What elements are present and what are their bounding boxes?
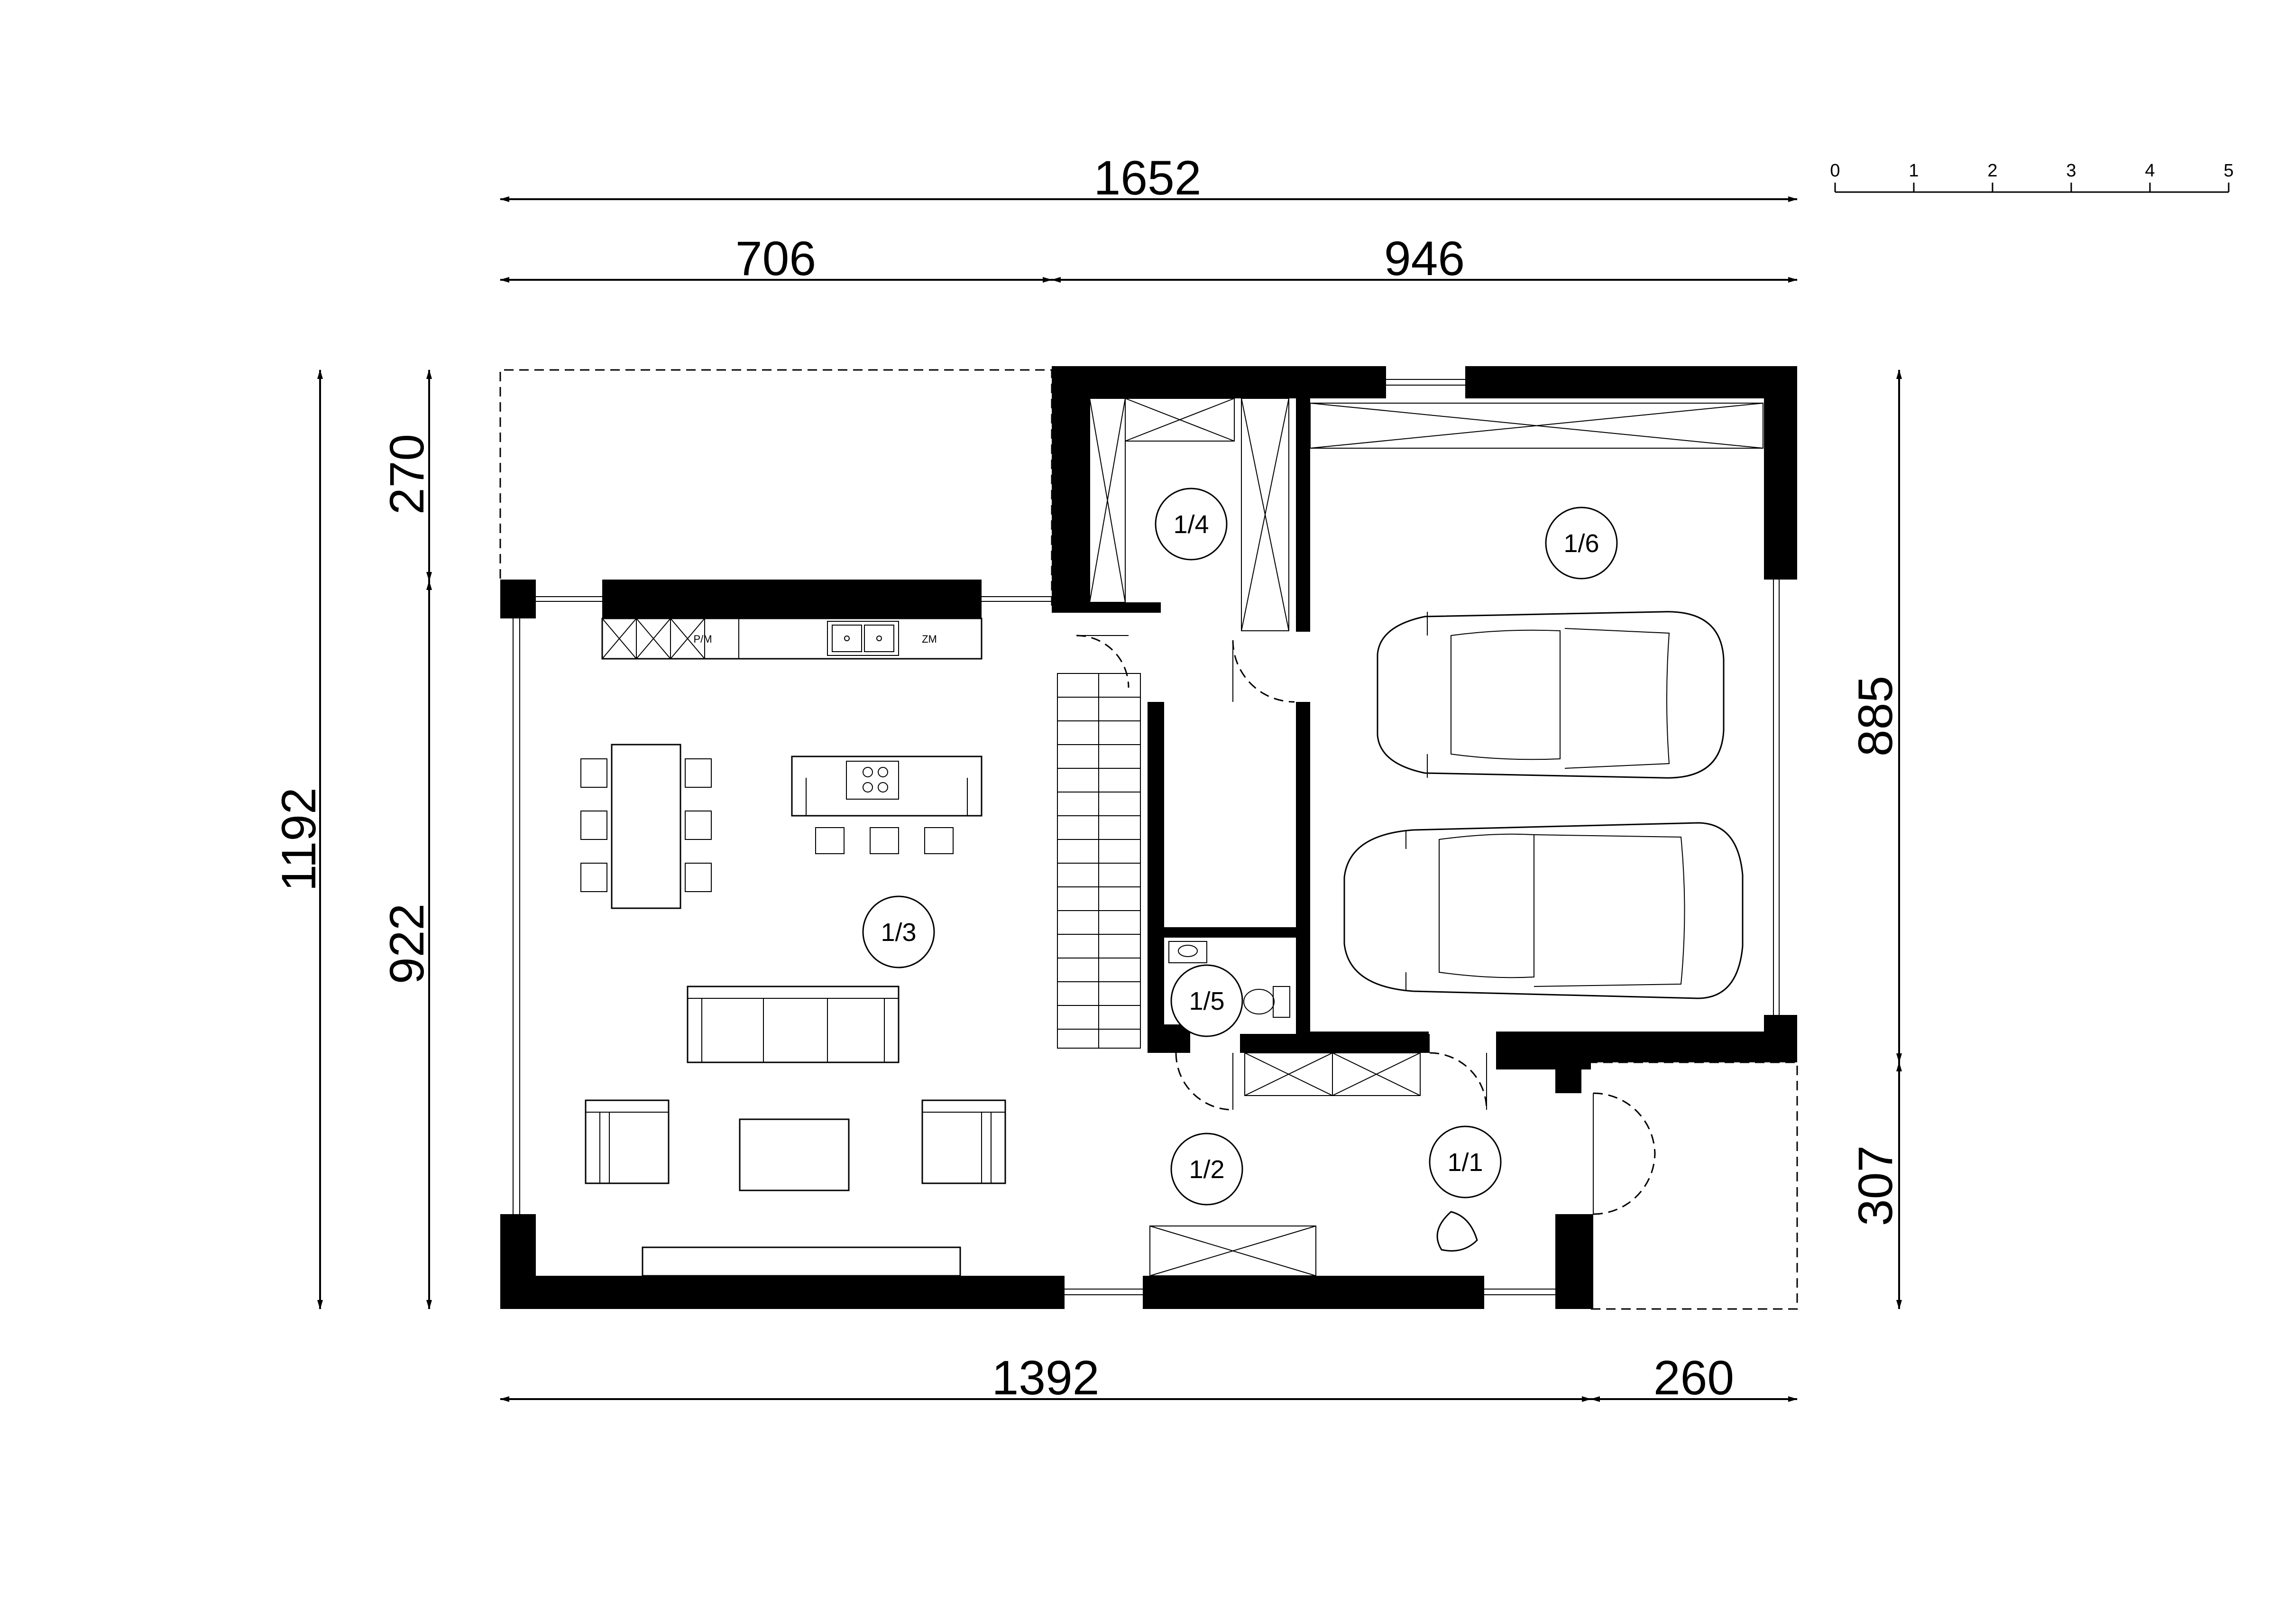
room-label-1-3: 1/3 (862, 895, 935, 968)
room-number: 1/5 (1189, 987, 1224, 1015)
room-label-1-6: 1/6 (1545, 507, 1618, 580)
dim-left-lower: 922 (380, 903, 434, 984)
dim-top-total: 1652 (1094, 151, 1202, 205)
hall-chair (1436, 1211, 1478, 1252)
dining-table (580, 744, 712, 909)
scale-tick-3: 3 (2066, 161, 2076, 181)
scale-tick-2: 2 (1987, 161, 1997, 181)
scale-tick-4: 4 (2145, 161, 2155, 181)
hall-wardrobe-upper (1244, 1052, 1421, 1096)
coffee-table (739, 1118, 850, 1191)
tv-console (642, 1246, 961, 1277)
room-label-1-1: 1/1 (1429, 1125, 1502, 1198)
kitchen-counter: P/M ZM (601, 617, 983, 660)
dim-left-total: 1192 (272, 787, 326, 891)
armchair-left (585, 1099, 670, 1184)
scale-tick-1: 1 (1909, 161, 1919, 181)
garage-shelf (1310, 403, 1763, 449)
scale-bar: 0 1 2 3 4 5 (1830, 161, 2234, 193)
room-number: 1/3 (881, 918, 916, 947)
fridge-label: ZM (922, 633, 937, 645)
sofa (687, 986, 900, 1063)
walls (500, 366, 1797, 1309)
room-number: 1/6 (1563, 529, 1599, 558)
room-number: 1/4 (1173, 510, 1209, 539)
car-lower (1343, 822, 1744, 999)
hall-wardrobe-lower (1149, 1226, 1316, 1276)
dim-top-right: 946 (1384, 231, 1465, 286)
porch-outline (1591, 1061, 1798, 1310)
dim-bottom-right: 260 (1653, 1351, 1734, 1405)
stairs (1057, 673, 1141, 1049)
car-upper (1377, 611, 1725, 779)
dim-top-left: 706 (735, 231, 816, 286)
room-label-1-2: 1/2 (1170, 1133, 1243, 1206)
doors (1076, 635, 1656, 1215)
armchair-right (921, 1099, 1006, 1184)
scale-tick-5: 5 (2223, 161, 2233, 181)
wc-fixtures (1168, 941, 1290, 1018)
room-number: 1/2 (1189, 1155, 1224, 1184)
kitchen-island (791, 756, 983, 854)
scale-tick-0: 0 (1830, 161, 1840, 181)
dishwasher-label: P/M (693, 633, 712, 645)
windows (513, 379, 1780, 1295)
dim-right-lower: 307 (1848, 1145, 1902, 1226)
storage-shelves (1089, 398, 1289, 631)
room-label-1-5: 1/5 (1170, 964, 1243, 1037)
terrace-outline (499, 369, 1053, 607)
room-number: 1/1 (1447, 1148, 1483, 1177)
dim-left-upper: 270 (380, 434, 434, 515)
dim-right-upper: 885 (1848, 676, 1902, 756)
dimension-lines: 1652 706 946 1392 260 1192 270 922 885 3… (272, 151, 1902, 1405)
dim-bottom-left: 1392 (992, 1351, 1100, 1405)
room-label-1-4: 1/4 (1155, 488, 1228, 561)
